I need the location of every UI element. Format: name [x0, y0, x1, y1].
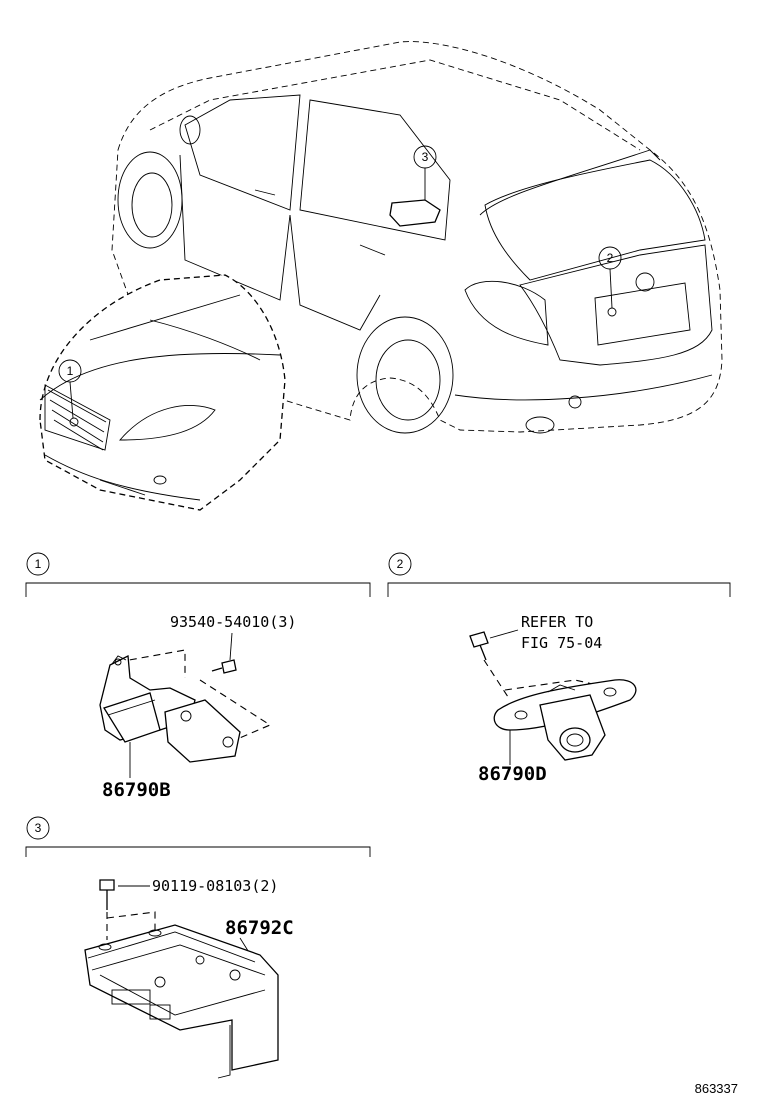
overview-callout-3-label: 3: [422, 150, 429, 164]
section-2: 2 REFER TO FIG 75-04 86790D: [387, 552, 731, 785]
sensor-86790B-icon: [99, 654, 241, 763]
section-2-part-number: 86790D: [478, 763, 547, 785]
bolt-icon: [99, 879, 115, 891]
section-1: 1 93540-54010(3) 86790B: [25, 552, 371, 801]
vehicle-front-illustration: 1: [39, 274, 286, 511]
overview-callout-1-label: 1: [67, 364, 74, 378]
section-2-number: 2: [397, 557, 404, 571]
section-3-number: 3: [35, 821, 42, 835]
section-2-bracket: [387, 582, 731, 597]
section-3-bracket: [25, 846, 371, 857]
bolt-icon: [469, 631, 489, 648]
illustration-id: 863337: [695, 1081, 738, 1096]
section-3-fastener-label: 90119-08103(2): [152, 877, 278, 895]
section-2-reference-line1: REFER TO: [521, 613, 593, 631]
section-1-bracket: [25, 582, 371, 597]
ecu-86792C-icon: [84, 924, 279, 1079]
section-2-reference-line2: FIG 75-04: [521, 634, 602, 652]
section-3-number-circle: [26, 816, 50, 840]
section-1-fastener-label: 93540-54010(3): [170, 613, 296, 631]
section-1-part-number: 86790B: [102, 779, 171, 801]
overview-callout-2-label: 2: [607, 251, 614, 265]
section-3: 3 90119-08103(2) 86792C: [25, 816, 371, 1079]
section-3-part-number: 86792C: [225, 917, 294, 939]
section-2-number-circle: [388, 552, 412, 576]
camera-86790D-icon: [493, 679, 637, 761]
bolt-icon: [221, 659, 237, 674]
section-1-number: 1: [35, 557, 42, 571]
vehicle-overview-illustration: 3 2: [111, 41, 723, 434]
section-1-number-circle: [26, 552, 50, 576]
